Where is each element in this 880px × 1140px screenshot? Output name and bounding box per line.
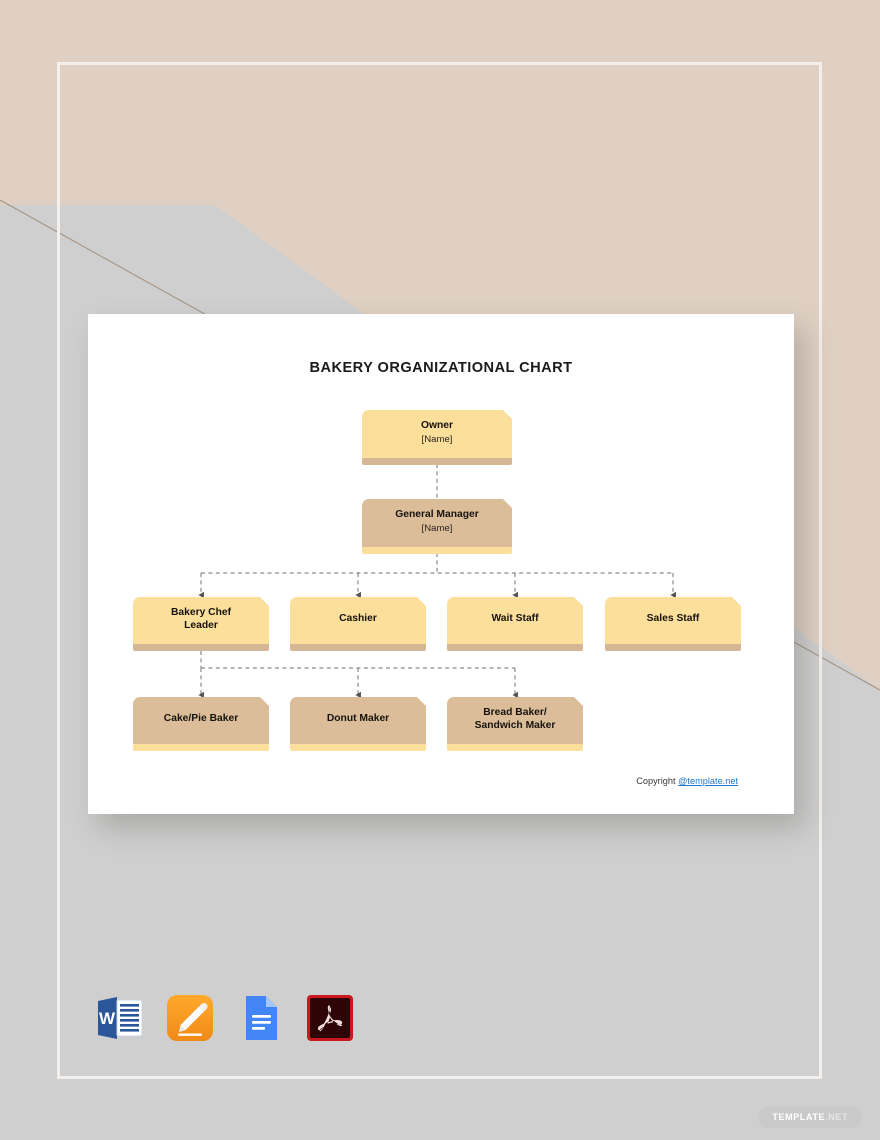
node-cake-pie-baker[interactable]: Cake/Pie Baker — [133, 697, 269, 751]
page-title: BAKERY ORGANIZATIONAL CHART — [309, 360, 573, 376]
node-bakery-chef-leader-line1: Bakery Chef — [170, 606, 232, 618]
node-general-manager-subtitle: [Name] — [421, 523, 453, 535]
node-bakery-chef-leader-bar — [133, 644, 269, 651]
pages-icon[interactable] — [163, 991, 217, 1045]
node-sales-staff-title: Sales Staff — [646, 613, 700, 625]
node-wait-staff-title: Wait Staff — [491, 613, 539, 625]
watermark-name: TEMPLATE — [772, 1112, 826, 1122]
copyright-prefix: Copyright — [636, 776, 679, 786]
node-bakery-chef-leader[interactable]: Bakery Chef Leader — [133, 597, 269, 651]
node-sales-staff[interactable]: Sales Staff — [605, 597, 741, 651]
node-cake-pie-baker-bar — [133, 744, 269, 751]
svg-text:W: W — [99, 1009, 116, 1028]
watermark-tld: .NET — [825, 1112, 848, 1122]
node-sales-staff-bar — [605, 644, 741, 651]
node-wait-staff[interactable]: Wait Staff — [447, 597, 583, 651]
node-general-manager-bar — [362, 547, 512, 554]
template-net-link[interactable]: @template.net — [678, 776, 738, 786]
node-general-manager-title: General Manager — [395, 508, 479, 520]
node-bread-sandwich-maker[interactable]: Bread Baker/ Sandwich Maker — [447, 697, 583, 751]
node-donut-maker[interactable]: Donut Maker — [290, 697, 426, 751]
org-chart: Owner [Name] General Manager [Name] Bake… — [88, 314, 794, 814]
node-cashier[interactable]: Cashier — [290, 597, 426, 651]
node-donut-maker-bar — [290, 744, 426, 751]
document-card: BAKERY ORGANIZATIONAL CHART — [88, 314, 794, 814]
word-icon[interactable]: W — [93, 991, 147, 1045]
node-bread-sandwich-maker-bar — [447, 744, 583, 751]
node-wait-staff-bar — [447, 644, 583, 651]
google-docs-icon[interactable] — [233, 991, 287, 1045]
node-bakery-chef-leader-line2: Leader — [184, 619, 218, 631]
node-cashier-bar — [290, 644, 426, 651]
pdf-icon[interactable] — [303, 991, 357, 1045]
node-bread-sandwich-maker-line2: Sandwich Maker — [474, 719, 556, 731]
node-donut-maker-title: Donut Maker — [326, 713, 390, 725]
node-owner-bar — [362, 458, 512, 465]
node-owner-title: Owner — [420, 419, 454, 431]
node-owner-subtitle: [Name] — [421, 434, 453, 446]
node-general-manager[interactable]: General Manager [Name] — [362, 499, 512, 554]
connector-layer — [198, 464, 676, 699]
node-bread-sandwich-maker-line1: Bread Baker/ — [483, 706, 547, 718]
file-format-icons: W — [93, 991, 357, 1045]
node-cake-pie-baker-title: Cake/Pie Baker — [163, 713, 239, 725]
copyright-notice: Copyright @template.net — [636, 776, 738, 786]
node-owner[interactable]: Owner [Name] — [362, 410, 512, 465]
node-cashier-title: Cashier — [339, 613, 377, 625]
template-net-watermark: TEMPLATE.NET — [758, 1107, 862, 1128]
